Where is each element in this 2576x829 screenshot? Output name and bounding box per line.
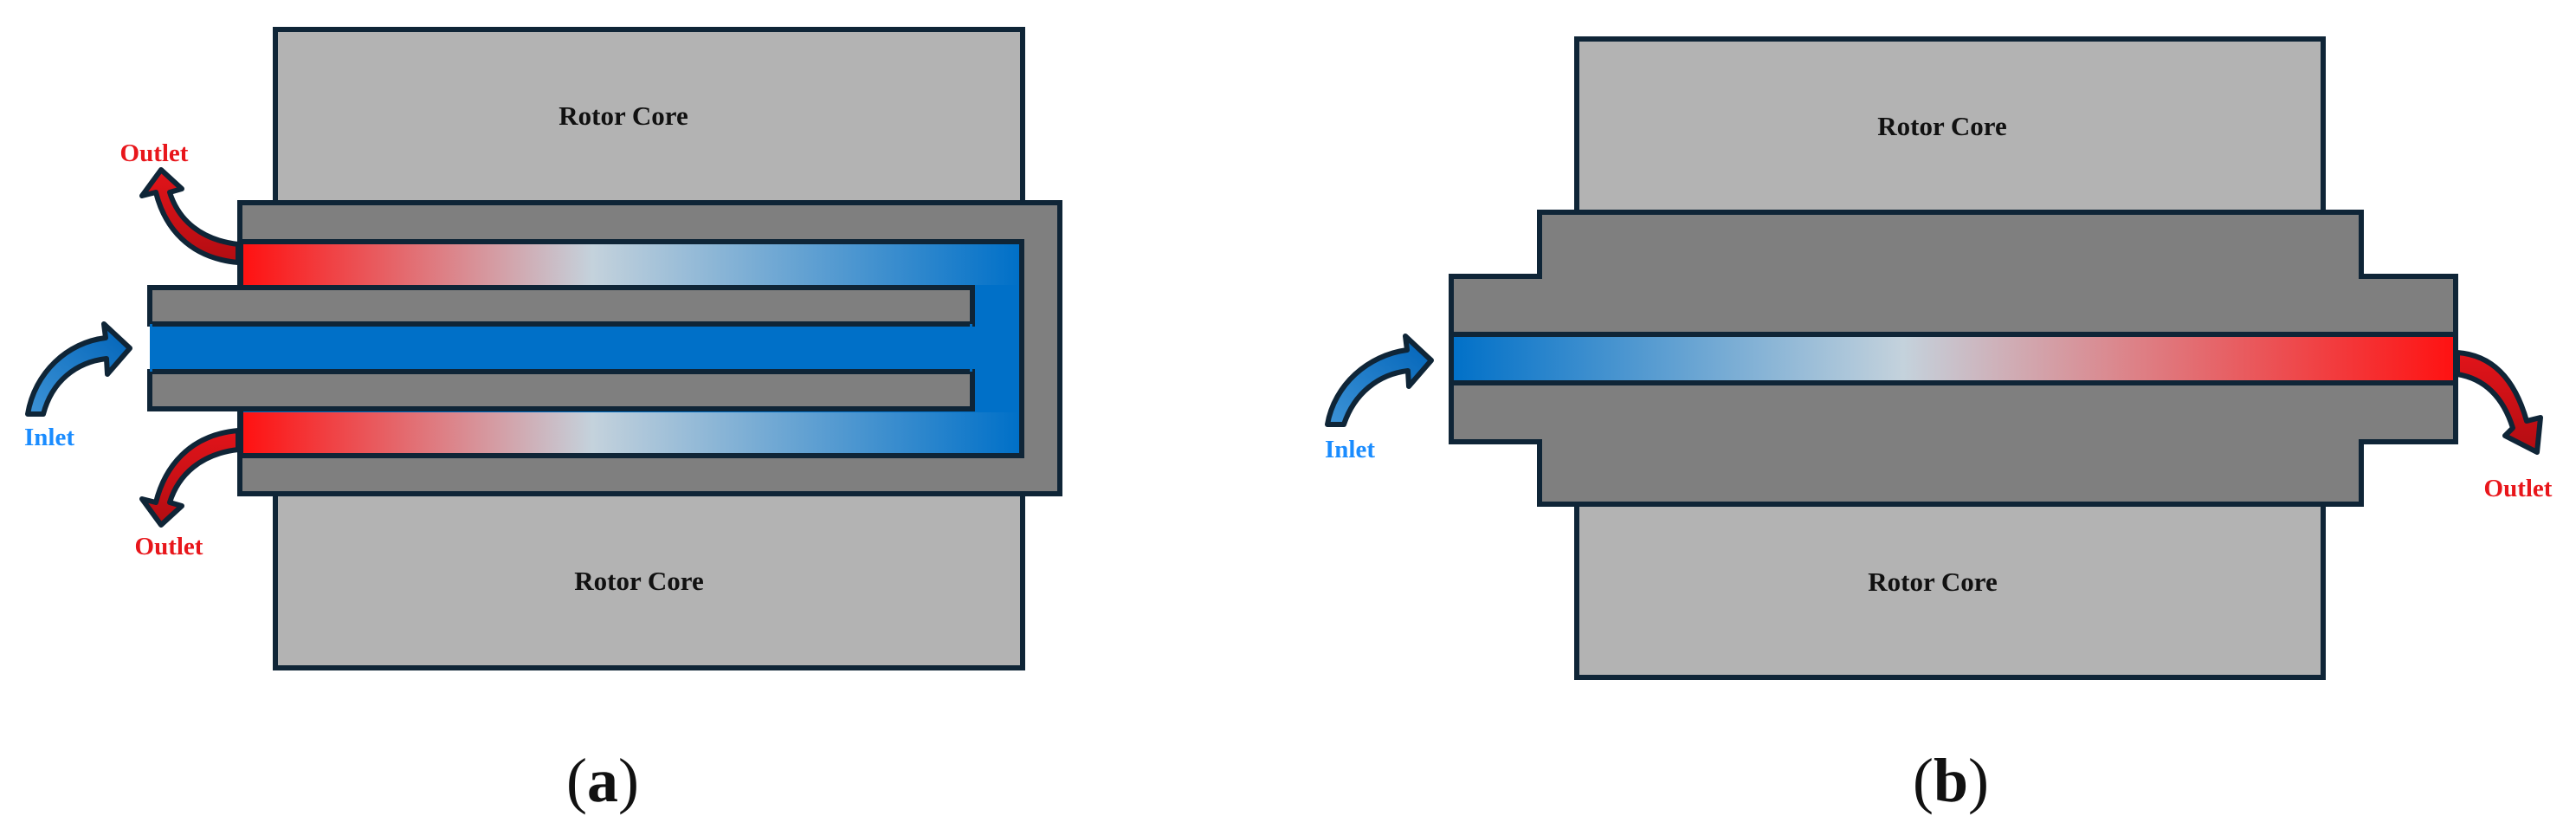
- outlet-top-label: Outlet: [120, 139, 189, 167]
- inlet-arrow: [1325, 334, 1434, 427]
- outlet-arrow: [2455, 350, 2543, 455]
- rotor-core-bottom: [273, 489, 1025, 670]
- inlet-arrow: [25, 321, 132, 417]
- inner-tube-wall-top: [147, 285, 975, 327]
- rotor-core-bottom-label: Rotor Core: [574, 566, 704, 596]
- outlet-arrow-top: [139, 167, 241, 265]
- inlet-label: Inlet: [24, 424, 74, 451]
- inlet-label: Inlet: [1325, 436, 1375, 463]
- inlet-channel: [150, 324, 972, 372]
- rotor-core-top-label: Rotor Core: [1877, 111, 2007, 141]
- outlet-band-bottom: [243, 412, 1019, 453]
- coolant-channel: [1449, 332, 2458, 385]
- outlet-label: Outlet: [2484, 475, 2553, 502]
- panel-a: Rotor Core Rotor Core Outlet Outlet Inle…: [24, 27, 1062, 815]
- outlet-band-top: [243, 244, 1019, 285]
- outlet-arrow-bottom: [139, 428, 241, 528]
- inner-tube-wall-bottom: [147, 369, 975, 411]
- rotor-core-top-label: Rotor Core: [558, 100, 688, 131]
- rotor-core-bottom: [1574, 500, 2326, 680]
- rotor-core-bottom-label: Rotor Core: [1868, 567, 1998, 597]
- panel-b: Rotor Core Rotor Core Inlet Outlet (b): [1325, 36, 2553, 815]
- rotor-core-top: [1574, 36, 2326, 217]
- rotor-core-top: [273, 27, 1025, 207]
- outlet-bottom-label: Outlet: [135, 533, 203, 560]
- panel-a-caption: (a): [566, 746, 639, 815]
- panel-b-caption: (b): [1913, 746, 1989, 815]
